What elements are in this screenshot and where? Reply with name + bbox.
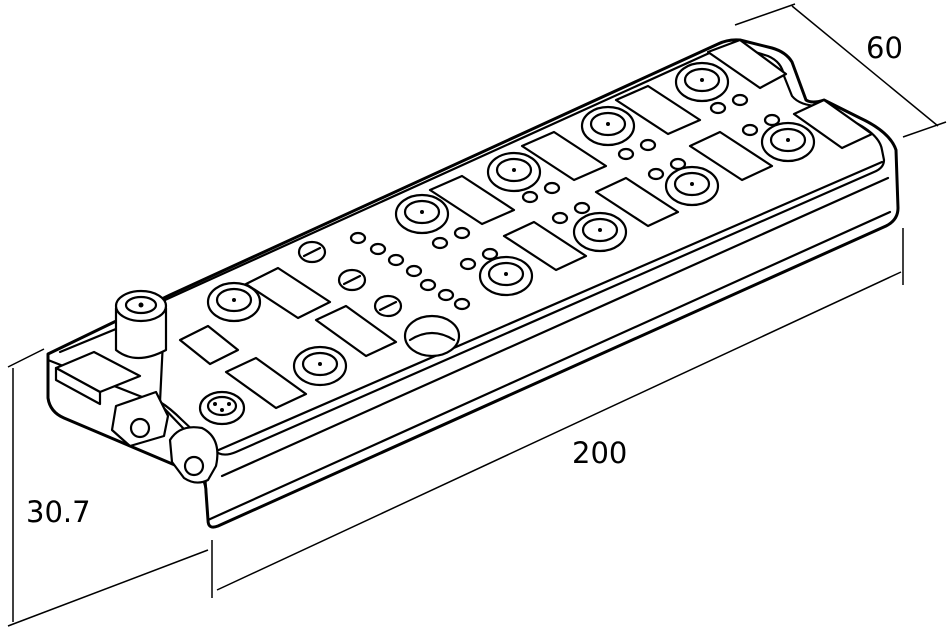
label-window bbox=[792, 98, 874, 150]
label-window bbox=[244, 266, 332, 320]
io-connector-icon bbox=[478, 255, 534, 297]
length-label: 200 bbox=[572, 436, 627, 470]
led-icon bbox=[669, 157, 687, 171]
label-window bbox=[314, 304, 398, 358]
power-connector-icon bbox=[114, 289, 168, 360]
led-icon bbox=[639, 138, 657, 152]
mounting-hole-icon bbox=[183, 455, 205, 477]
led-icon bbox=[741, 123, 759, 137]
label-window bbox=[614, 84, 702, 136]
io-connector-icon bbox=[394, 193, 450, 235]
io-connector-icon bbox=[674, 61, 730, 103]
label-window bbox=[520, 130, 608, 182]
led-icon bbox=[573, 201, 591, 215]
led-icon bbox=[731, 93, 749, 107]
io-connector-icon bbox=[486, 151, 542, 193]
rotary-switches bbox=[297, 240, 403, 318]
label-window bbox=[706, 38, 788, 90]
led-icon bbox=[543, 181, 561, 195]
label-window bbox=[178, 324, 240, 366]
io-connector-icon bbox=[572, 211, 628, 253]
io-connector-icon bbox=[292, 345, 348, 387]
led-icon bbox=[647, 167, 665, 181]
led-icon bbox=[709, 101, 727, 115]
led-icon bbox=[419, 278, 437, 292]
width-label: 60 bbox=[866, 31, 903, 65]
rotary-switch-icon bbox=[297, 240, 327, 264]
led-icon bbox=[405, 264, 423, 278]
height-label: 30.7 bbox=[26, 495, 91, 529]
label-window bbox=[428, 174, 516, 226]
io-connector-icon bbox=[580, 105, 636, 147]
led-icon bbox=[349, 231, 367, 245]
led-icon bbox=[437, 288, 455, 302]
label-window bbox=[502, 220, 588, 272]
led-icon bbox=[763, 113, 781, 127]
diagnostic-port-icon bbox=[403, 314, 461, 358]
led-icon bbox=[617, 147, 635, 161]
led-icon bbox=[431, 236, 449, 250]
dimension-length: 200 bbox=[211, 228, 904, 598]
led-icon bbox=[453, 226, 471, 240]
io-connector-icon bbox=[760, 121, 816, 163]
dimension-height: 30.7 bbox=[7, 348, 209, 627]
left-end-details bbox=[54, 350, 219, 484]
small-connector-icon bbox=[198, 390, 246, 426]
led-icon bbox=[453, 297, 471, 311]
led-icon bbox=[459, 257, 477, 271]
led-icon bbox=[521, 190, 539, 204]
label-window bbox=[594, 176, 680, 228]
io-connectors bbox=[206, 61, 816, 387]
led-icon bbox=[369, 242, 387, 256]
label-window bbox=[224, 356, 308, 410]
led-icon bbox=[387, 253, 405, 267]
label-windows bbox=[178, 38, 874, 410]
status-leds bbox=[349, 93, 781, 311]
io-connector-icon bbox=[206, 281, 262, 323]
led-icon bbox=[551, 211, 569, 225]
io-connector-icon bbox=[664, 165, 720, 207]
dimension-width: 60 bbox=[734, 3, 947, 138]
rotary-switch-icon bbox=[373, 294, 403, 318]
label-window bbox=[688, 130, 774, 182]
led-icon bbox=[481, 247, 499, 261]
rotary-switch-icon bbox=[337, 268, 367, 292]
